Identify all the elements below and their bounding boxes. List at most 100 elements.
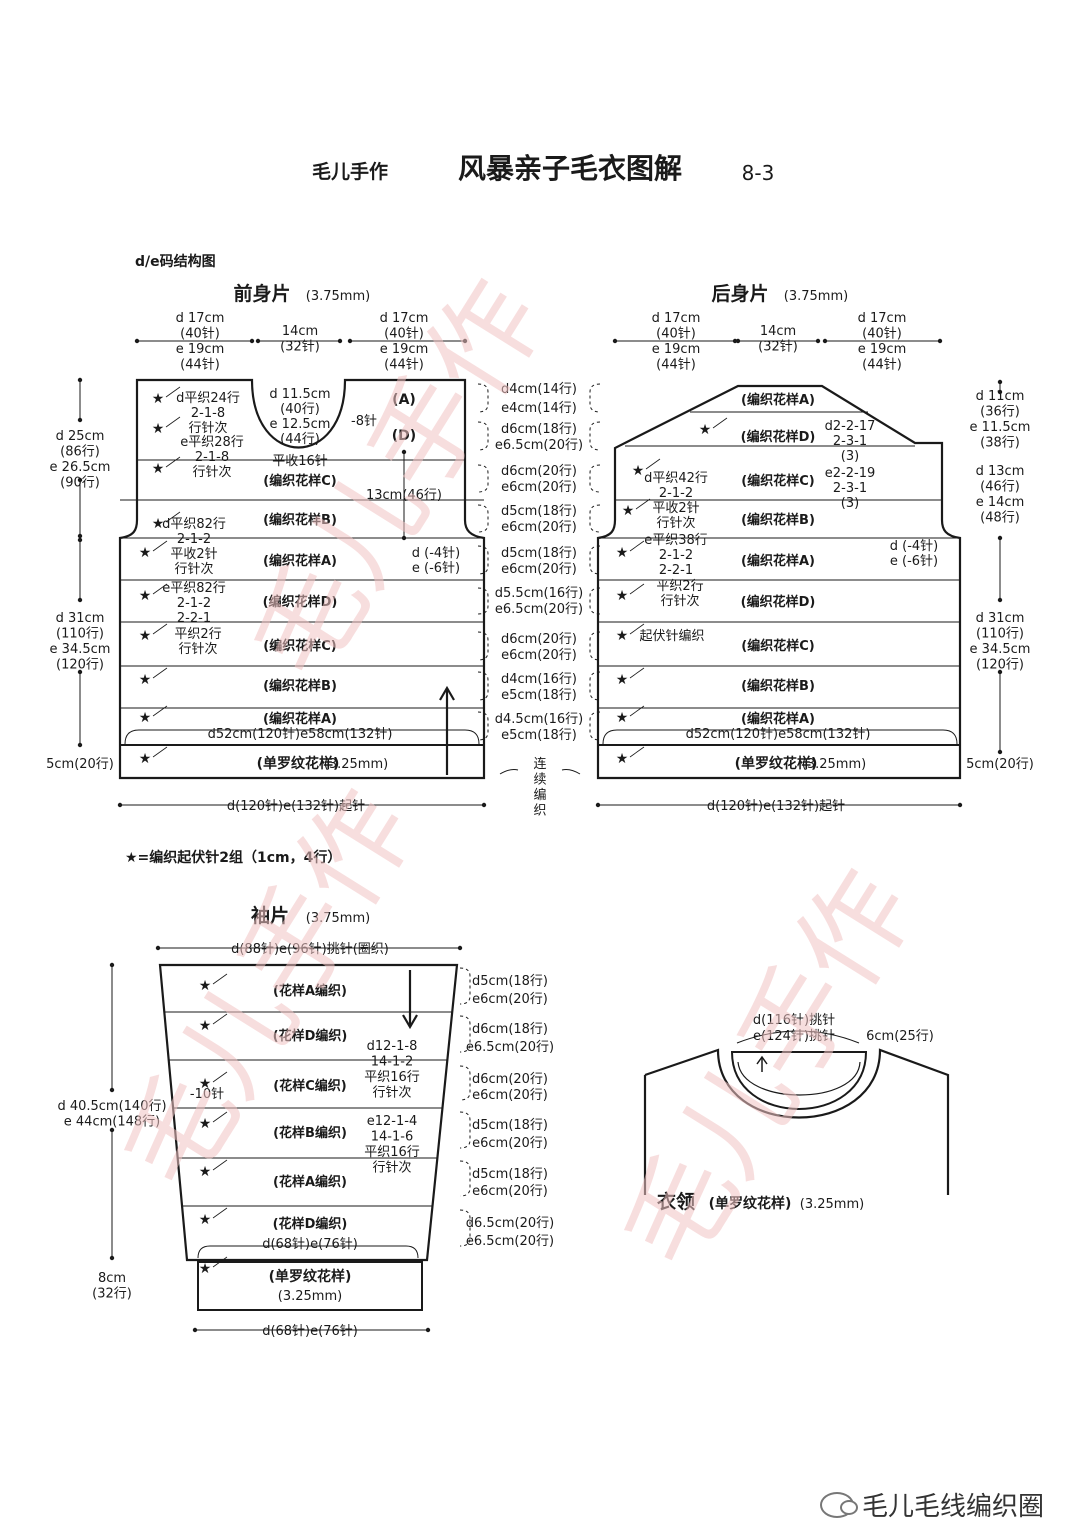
label: d (-4针) bbox=[890, 539, 939, 554]
rib-label: (单罗纹花样) bbox=[735, 755, 818, 772]
dim-end-dot bbox=[77, 417, 83, 423]
label: (40针) bbox=[384, 327, 424, 342]
label: d4cm(14行) bbox=[501, 382, 577, 397]
label: 行针次 bbox=[174, 561, 213, 577]
label: (44针) bbox=[862, 358, 902, 373]
stripe-bracket bbox=[589, 631, 601, 661]
stripe-bracket bbox=[459, 1111, 471, 1149]
dim-end-dot bbox=[481, 802, 487, 808]
label: (A) bbox=[392, 392, 416, 408]
page-number: 8-3 bbox=[742, 161, 775, 185]
star-icon: ★ bbox=[632, 463, 645, 479]
pointer-line bbox=[212, 1071, 228, 1083]
band-label: (花样D编织) bbox=[273, 1028, 348, 1044]
label: 平织16行 bbox=[364, 1145, 420, 1160]
label: d6cm(20行) bbox=[501, 632, 577, 647]
label: d 31cm bbox=[976, 611, 1025, 626]
label: 2-1-2 bbox=[659, 486, 693, 501]
label: 14-1-6 bbox=[371, 1130, 413, 1145]
star-icon: ★ bbox=[139, 672, 152, 688]
footer-logo-text: 毛儿毛线编织圈 bbox=[861, 1492, 1044, 1522]
star-icon: ★ bbox=[139, 710, 152, 726]
dim-end-dot bbox=[255, 338, 261, 344]
label: d 25cm bbox=[56, 429, 105, 444]
label: d5.5cm(16行) bbox=[495, 586, 583, 601]
dim-end-dot bbox=[997, 669, 1003, 675]
star-icon: ★ bbox=[139, 588, 152, 604]
star-icon: ★ bbox=[152, 516, 165, 532]
label: (40针) bbox=[180, 327, 220, 342]
label: d6.5cm(20行) bbox=[466, 1216, 554, 1231]
stripe-bracket bbox=[477, 545, 489, 575]
dim-end-dot bbox=[815, 338, 821, 344]
label: e6cm(20行) bbox=[472, 1088, 548, 1103]
label: d6cm(20行) bbox=[472, 1072, 548, 1087]
band-label: (花样C编织) bbox=[273, 1078, 346, 1094]
label: 行针次 bbox=[192, 464, 231, 480]
label: e 26.5cm bbox=[50, 460, 111, 475]
label: (110行) bbox=[976, 627, 1024, 642]
label: 14cm bbox=[760, 324, 796, 339]
label: (44针) bbox=[180, 358, 220, 373]
dim-end-dot bbox=[109, 1255, 115, 1261]
label: e 19cm bbox=[652, 342, 700, 357]
collar-title: 衣领 bbox=[657, 1190, 695, 1213]
stripe-bracket bbox=[477, 421, 489, 451]
band-label: (花样B编织) bbox=[273, 1125, 347, 1141]
label: e6.5cm(20行) bbox=[495, 602, 583, 617]
label: 14cm bbox=[282, 324, 318, 339]
dim-end-dot bbox=[462, 338, 468, 344]
label: -8针 bbox=[351, 414, 377, 429]
label: (32针) bbox=[280, 340, 320, 355]
pointer-line bbox=[152, 667, 168, 679]
dim-end-dot bbox=[109, 1127, 115, 1133]
pointer-line bbox=[212, 973, 228, 985]
collar-inner bbox=[737, 1061, 861, 1096]
stripe-bracket bbox=[589, 464, 601, 493]
label: e6.5cm(20行) bbox=[495, 438, 583, 453]
label: 2-1-8 bbox=[191, 406, 225, 421]
pointer-line bbox=[212, 1207, 228, 1219]
label: e6.5cm(20行) bbox=[466, 1040, 554, 1055]
label: (48行) bbox=[980, 511, 1020, 526]
pointer-line bbox=[152, 705, 168, 717]
label: e (-6针) bbox=[412, 561, 460, 576]
label: 起伏针编织 bbox=[639, 629, 704, 644]
label: d2-2-17 bbox=[825, 419, 876, 434]
stripe-bracket bbox=[477, 711, 489, 741]
label: d平织24行 bbox=[176, 391, 240, 406]
star-icon: ★ bbox=[152, 461, 165, 477]
dim-end-dot bbox=[937, 338, 943, 344]
star-icon: ★ bbox=[152, 421, 165, 437]
star-icon: ★ bbox=[199, 1076, 212, 1092]
label: (32行) bbox=[92, 1287, 132, 1302]
label: e2-2-19 bbox=[825, 466, 875, 481]
star-icon: ★ bbox=[616, 710, 629, 726]
band-label: (编织花样C) bbox=[741, 473, 814, 489]
label: 2-1-2 bbox=[659, 548, 693, 563]
label: 2-2-1 bbox=[177, 611, 211, 626]
dim-end-dot bbox=[997, 389, 1003, 395]
label: (3.25mm) bbox=[324, 757, 388, 772]
dim-end-dot bbox=[595, 802, 601, 808]
front-rib bbox=[119, 744, 485, 779]
label: d(116针)挑针 bbox=[753, 1013, 835, 1028]
pointer-line bbox=[165, 456, 181, 468]
star-icon: ★ bbox=[616, 751, 629, 767]
label: (46行) bbox=[980, 480, 1020, 495]
band-label: (编织花样D) bbox=[741, 594, 816, 610]
label: d平织82行 bbox=[162, 517, 226, 532]
label: (40针) bbox=[656, 327, 696, 342]
stripe-bracket bbox=[477, 504, 489, 533]
label: d 17cm bbox=[652, 311, 701, 326]
label: 2-1-2 bbox=[177, 532, 211, 547]
dim-end-dot bbox=[457, 945, 463, 951]
dim-end-dot bbox=[77, 742, 83, 748]
pointer-line bbox=[629, 623, 645, 635]
wechat-icon bbox=[819, 1491, 858, 1518]
band-label: (编织花样C) bbox=[741, 638, 814, 654]
dim-end-dot bbox=[134, 338, 140, 344]
star-icon: ★ bbox=[199, 1018, 212, 1034]
back-rib bbox=[597, 744, 961, 779]
dim-end-dot bbox=[997, 597, 1003, 603]
